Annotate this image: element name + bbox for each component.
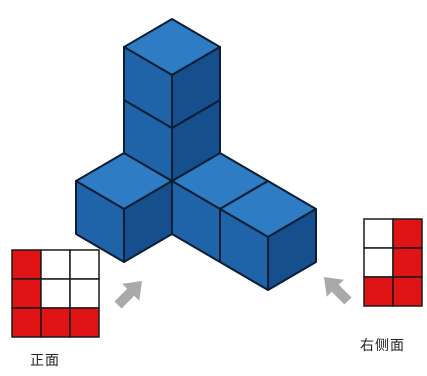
- front-view-cell: [69, 307, 100, 338]
- arrow-up-left-icon: [323, 276, 352, 305]
- front-view-grid: [11, 249, 100, 338]
- cube-right-face: [267, 208, 317, 291]
- front-view-cell: [40, 249, 71, 280]
- side-view-cell: [363, 276, 394, 307]
- cube-right-face: [171, 46, 221, 129]
- right-side-view-label: 右侧面: [360, 338, 405, 354]
- front-view-cell: [40, 278, 71, 309]
- front-view-cell: [11, 307, 42, 338]
- side-view-cell: [392, 247, 423, 278]
- front-view-cell: [40, 307, 71, 338]
- side-view-cell: [392, 276, 423, 307]
- unit-cube: [75, 152, 173, 263]
- front-view-cell: [69, 278, 100, 309]
- cube-stack: [75, 18, 317, 291]
- right-side-view-grid: [363, 218, 423, 307]
- unit-cube: [123, 18, 221, 129]
- front-view-cell: [11, 278, 42, 309]
- side-view-cell: [392, 218, 423, 249]
- unit-cube: [219, 180, 317, 291]
- side-view-cell: [363, 218, 394, 249]
- arrow-up-right-icon: [114, 280, 143, 309]
- side-view-cell: [363, 247, 394, 278]
- front-view-cell: [69, 249, 100, 280]
- front-view-cell: [11, 249, 42, 280]
- front-view-label: 正面: [30, 353, 60, 369]
